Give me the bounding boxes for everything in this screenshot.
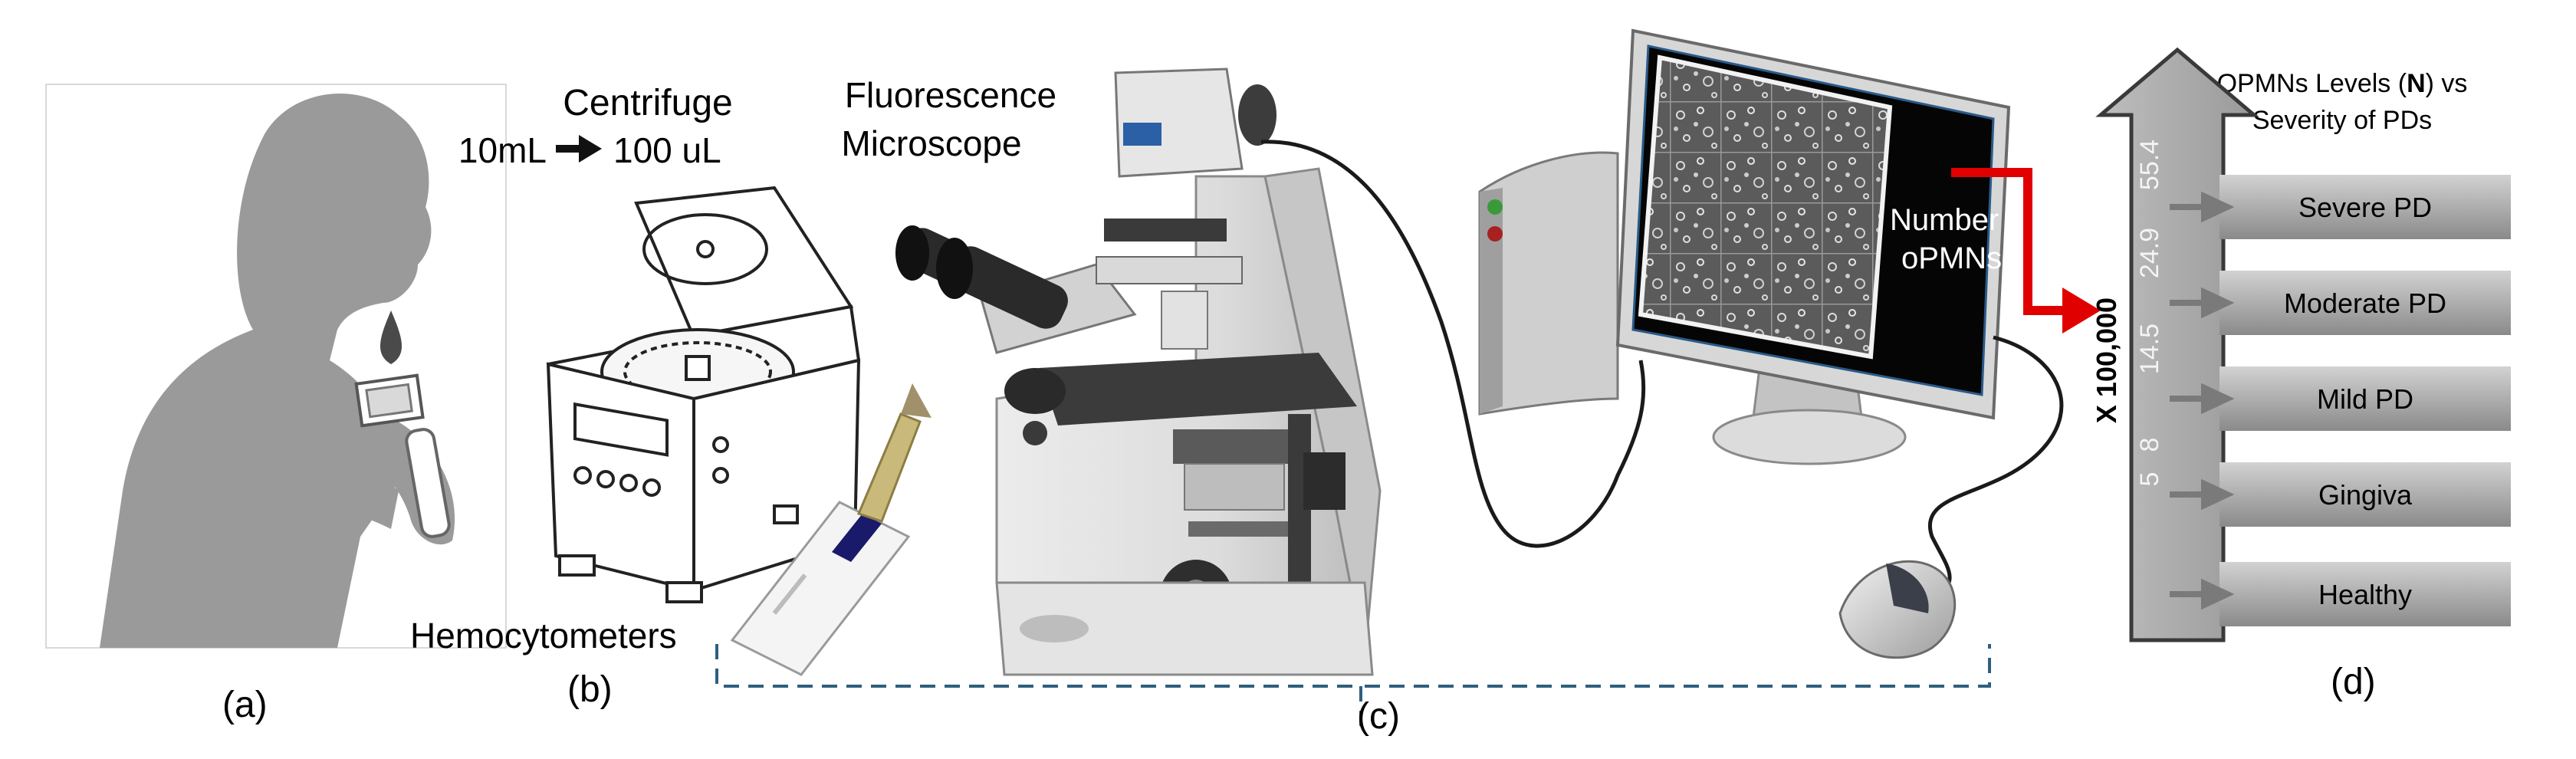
centrifuge-icon bbox=[546, 186, 861, 603]
monitor-label-line1: Number bbox=[1890, 203, 1999, 237]
severity-category-label: Severe PD bbox=[2298, 192, 2432, 223]
cell-count-image bbox=[1638, 54, 1893, 360]
scale-tick-label: 55.4 bbox=[2135, 140, 2164, 190]
row-pointer-arrow-icon bbox=[2170, 383, 2235, 415]
severity-category-box bbox=[2220, 175, 2511, 239]
scale-title-line2: Severity of PDs bbox=[2252, 106, 2432, 135]
scale-tick-label: 5 bbox=[2135, 472, 2164, 487]
panel-label-c: (c) bbox=[1357, 696, 1400, 737]
severity-category-box bbox=[2220, 462, 2511, 527]
arrow-right-icon bbox=[556, 135, 602, 163]
severity-category-box bbox=[2220, 366, 2511, 431]
microscope-title-line1: Fluorescence bbox=[845, 75, 1056, 115]
pipette-icon bbox=[856, 383, 932, 523]
red-result-arrow bbox=[1951, 168, 2101, 334]
volume-from: 10mL bbox=[458, 130, 547, 170]
microscope-cable bbox=[1260, 140, 1646, 548]
patient-panel: (a) bbox=[45, 84, 507, 725]
scale-tick-label: 24.9 bbox=[2135, 228, 2164, 278]
collection-tube-icon bbox=[354, 373, 451, 538]
centrifuge-panel: Centrifuge 10mL 100 uL bbox=[458, 83, 861, 710]
row-pointer-arrow-icon bbox=[2170, 578, 2235, 610]
row-pointer-arrow-icon bbox=[2170, 287, 2235, 319]
scale-tick-label: 8 bbox=[2135, 438, 2164, 452]
row-pointer-arrow-icon bbox=[2170, 191, 2235, 223]
panel-c-bracket bbox=[715, 644, 1991, 732]
centrifuge-title: Centrifuge bbox=[563, 83, 732, 123]
severity-category-label: Healthy bbox=[2318, 579, 2412, 610]
severity-category-label: Gingiva bbox=[2318, 479, 2413, 511]
row-pointer-arrow-icon bbox=[2170, 478, 2235, 511]
severity-category-label: Moderate PD bbox=[2284, 288, 2446, 319]
hemocytometers-label: Hemocytometers bbox=[410, 616, 677, 656]
fluorescence-microscope-icon bbox=[895, 67, 1382, 676]
hemocytometer-icon bbox=[730, 501, 911, 676]
panel-label-b: (b) bbox=[567, 669, 613, 710]
scale-tick-label: 14.5 bbox=[2135, 324, 2164, 374]
severity-row: Severe PD bbox=[2170, 175, 2511, 239]
mouse-cable bbox=[1928, 335, 2064, 600]
computer-mouse-icon bbox=[1838, 560, 1957, 659]
volume-to: 100 uL bbox=[613, 130, 721, 170]
microscope-title-line2: Microscope bbox=[841, 123, 1021, 163]
severity-up-arrow bbox=[2095, 47, 2259, 642]
scale-title-line1: OPMNs Levels (N) vs bbox=[2217, 69, 2468, 98]
severity-row: Gingiva bbox=[2170, 462, 2511, 527]
severity-row: Healthy bbox=[2170, 562, 2511, 626]
computer-tower-icon bbox=[1478, 151, 1619, 416]
panel-label-a: (a) bbox=[222, 685, 268, 725]
severity-row: Moderate PD bbox=[2170, 271, 2511, 335]
axis-multiplier: X 100,000 bbox=[2091, 297, 2122, 423]
severity-row: Mild PD bbox=[2170, 366, 2511, 431]
severity-category-box bbox=[2220, 562, 2511, 626]
monitor-icon bbox=[1615, 28, 2011, 465]
severity-scale-panel: OPMNs Levels (N) vs Severity of PDs X 10… bbox=[2091, 47, 2511, 702]
monitor-label-line2: oPMNs bbox=[1901, 242, 2002, 275]
severity-category-label: Mild PD bbox=[2317, 383, 2413, 415]
saliva-drop-icon bbox=[380, 310, 402, 364]
severity-category-box bbox=[2220, 271, 2511, 335]
panel-label-d: (d) bbox=[2331, 662, 2376, 702]
